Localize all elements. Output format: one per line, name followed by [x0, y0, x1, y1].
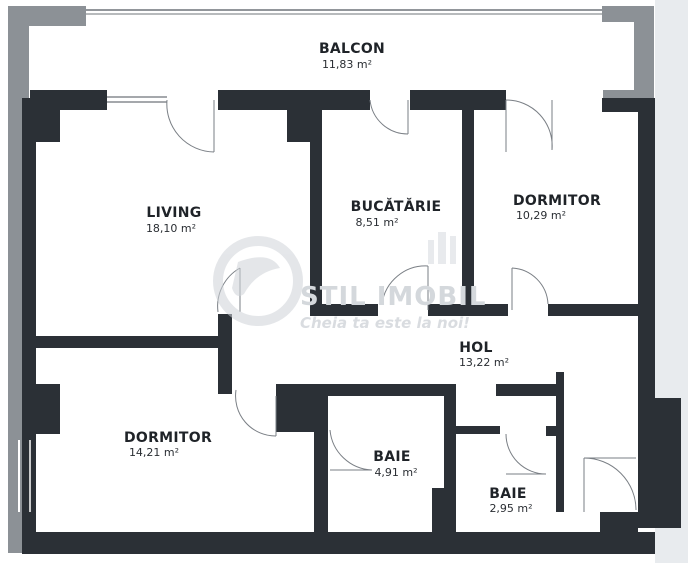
room-bucatarie-name: BUCĂTĂRIE: [350, 199, 442, 215]
room-bucatarie-area: 8,51 m²: [355, 216, 399, 229]
watermark-slogan: Cheia ta este la noi!: [300, 314, 470, 332]
room-baie2-area: 2,95 m²: [489, 502, 533, 515]
room-balcon-area: 11,83 m²: [321, 58, 373, 71]
room-baie2-name: BAIE: [489, 486, 527, 502]
walls: [22, 90, 681, 554]
watermark-brand: STIL IMOBIL: [300, 282, 487, 312]
balcony-window: [107, 96, 167, 103]
balcony-frame: [8, 6, 654, 98]
room-baie1-area: 4,91 m²: [374, 466, 418, 479]
room-dormitor1-name: DORMITOR: [512, 193, 602, 209]
room-dormitor2-name: DORMITOR: [123, 430, 213, 446]
left-outer-wall: [8, 98, 22, 553]
door-swings: [166, 99, 637, 512]
room-baie1-name: BAIE: [373, 449, 411, 465]
room-hol-name: HOL: [459, 340, 493, 356]
room-dormitor2-area: 14,21 m²: [128, 446, 180, 459]
room-living-area: 18,10 m²: [145, 222, 197, 235]
watermark-logo: [213, 232, 456, 326]
room-dormitor1-area: 10,29 m²: [515, 209, 567, 222]
room-living-name: LIVING: [146, 205, 202, 221]
room-hol-area: 13,22 m²: [458, 356, 510, 369]
room-balcon-name: BALCON: [318, 41, 386, 57]
